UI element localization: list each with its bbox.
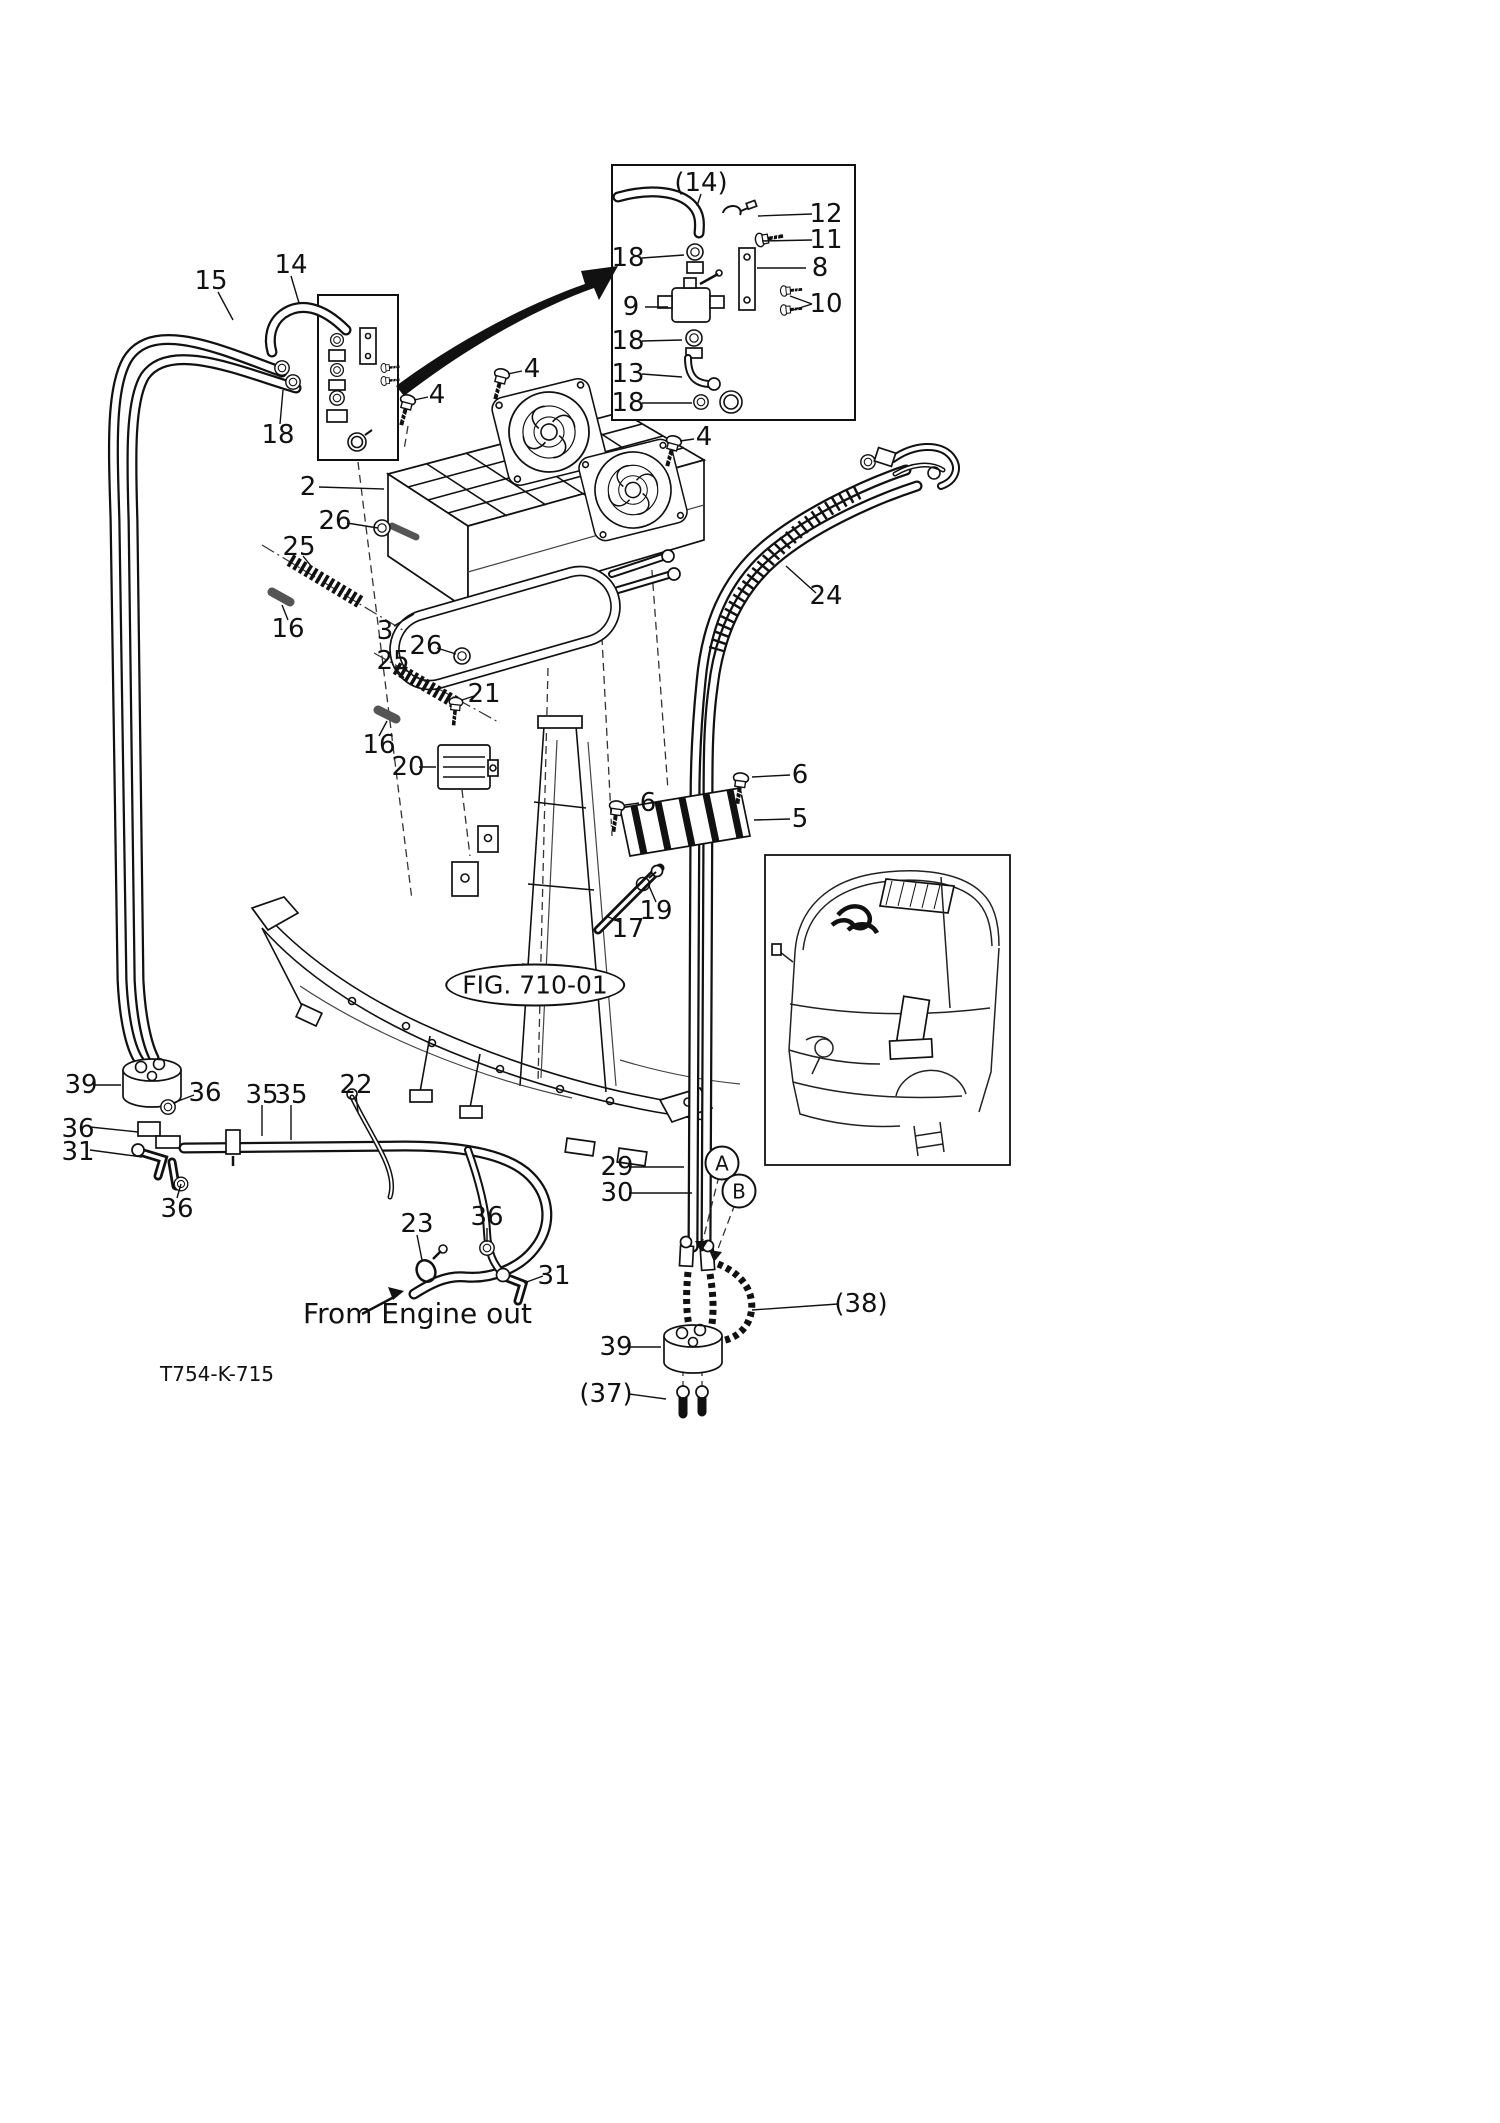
figure-reference: FIG. 710-01 (445, 963, 625, 1007)
view-balloon-b: B (721, 1173, 757, 1209)
part-callout: 23 (400, 1209, 434, 1239)
protective-springs (261, 519, 501, 724)
part-callout: 4 (428, 380, 446, 410)
part-callout: 35 (245, 1080, 279, 1110)
part-callout: 18 (611, 388, 645, 418)
mount-tray (603, 770, 752, 857)
part-callout: 11 (809, 225, 843, 255)
part-callout: 14 (274, 250, 308, 280)
part-callout: 6 (791, 760, 809, 790)
part-callout: 31 (537, 1261, 571, 1291)
support-rod (593, 863, 665, 935)
part-callout: 18 (611, 243, 645, 273)
part-callout: 9 (622, 292, 640, 322)
part-callout: 21 (467, 679, 501, 709)
part-callout: 19 (639, 896, 673, 926)
part-callout: 16 (271, 614, 305, 644)
part-callout: 25 (282, 532, 316, 562)
right-heater-hoses (693, 447, 956, 1252)
part-callout: 36 (470, 1202, 504, 1232)
grommet-block (122, 1057, 182, 1108)
part-callout: (37) (579, 1379, 633, 1409)
part-callout: 36 (61, 1114, 95, 1144)
bottom-center-connectors (663, 1235, 756, 1419)
part-callout: 3 (376, 616, 394, 646)
part-callout: 17 (611, 914, 645, 944)
part-callout: 18 (261, 420, 295, 450)
part-callout: 12 (809, 199, 843, 229)
part-callout: 26 (409, 631, 443, 661)
heater-pipe-loop (389, 565, 621, 691)
from-engine-out-label: From Engine out (303, 1297, 532, 1330)
part-callout: (14) (674, 168, 728, 198)
part-callout: (38) (834, 1289, 888, 1319)
part-callout: 39 (64, 1070, 98, 1100)
part-callout: 25 (376, 646, 410, 676)
part-callout: 30 (600, 1178, 634, 1208)
drawing-code: T754-K-715 (160, 1362, 275, 1386)
part-callout: 16 (362, 730, 396, 760)
part-callout: 26 (318, 506, 352, 536)
from-engine-arrow (361, 1287, 404, 1316)
part-callout: 20 (391, 752, 425, 782)
part-callout: 29 (600, 1152, 634, 1182)
controller-box (437, 695, 499, 790)
part-callout: 31 (61, 1137, 95, 1167)
part-callout: 18 (611, 326, 645, 356)
callout-leader-lines (89, 193, 839, 1400)
part-callout: 22 (339, 1070, 373, 1100)
dashed-assembly-guides (357, 292, 739, 1387)
left-heater-hoses (113, 307, 346, 1062)
part-callout: 10 (809, 289, 843, 319)
part-callout: 36 (160, 1194, 194, 1224)
zoom-arrow (396, 266, 618, 396)
part-callout: 4 (523, 354, 541, 384)
evaporator-unit-drawing (385, 375, 707, 612)
part-callout: 36 (188, 1078, 222, 1108)
chassis-frame-drawing (250, 715, 741, 1167)
part-callout: 4 (695, 422, 713, 452)
part-callout: 6 (639, 788, 657, 818)
part-callout: 2 (299, 472, 317, 502)
grommet-block (663, 1323, 723, 1374)
bottom-left-piping (122, 1057, 547, 1306)
part-callout: 8 (811, 253, 829, 283)
valve-detail-inset-box (611, 164, 856, 421)
part-callout: 15 (194, 266, 228, 296)
part-callout: 35 (274, 1080, 308, 1110)
cab-reference-inset-box (764, 854, 1011, 1166)
part-callout: 13 (611, 359, 645, 389)
part-callout: 5 (791, 804, 809, 834)
part-callout: 24 (809, 581, 843, 611)
part-callout: 39 (599, 1332, 633, 1362)
